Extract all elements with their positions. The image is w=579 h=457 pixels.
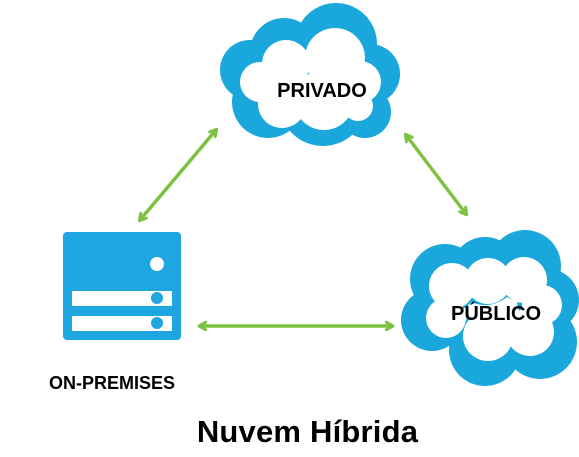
server-icon (63, 232, 181, 340)
diagram-title: Nuvem Híbrida (196, 414, 419, 449)
private-cloud-node: PRIVADO (220, 3, 400, 146)
on-premises-node: ON-PREMISES (49, 232, 181, 393)
private-cloud-label: PRIVADO (277, 80, 367, 102)
connection-onpremises-private (140, 130, 216, 220)
connection-private-public (406, 135, 466, 214)
public-cloud-label: PÚBLICO (451, 301, 541, 325)
public-cloud-node: PÚBLICO (401, 230, 579, 386)
on-premises-label: ON-PREMISES (49, 373, 175, 393)
